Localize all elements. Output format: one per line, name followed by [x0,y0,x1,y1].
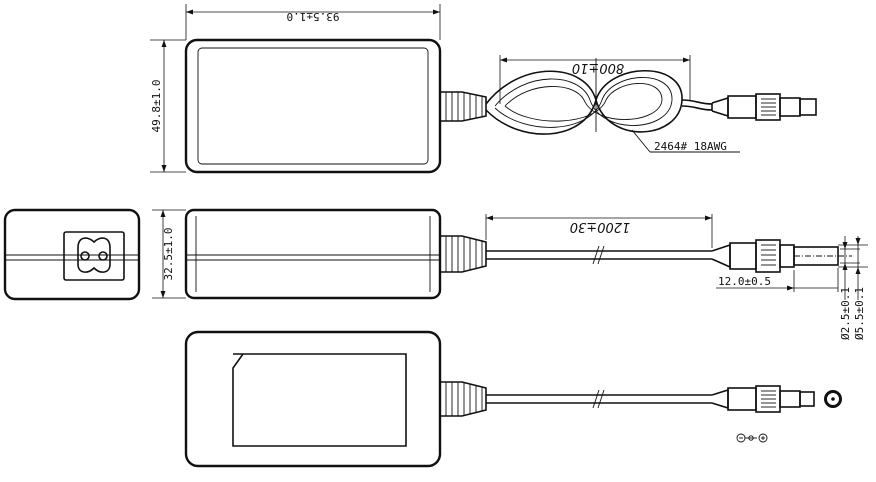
label-area [232,353,407,447]
strain-relief-side [440,235,487,273]
adapter-body-side [184,208,442,300]
inner-diameter-label: Ø2.5±0.1 [839,287,852,340]
ac-inlet [63,231,125,281]
coiled-cable [485,58,713,135]
adapter-body-bottom [184,330,442,468]
height-dimension-label: 32.5±1.0 [162,228,175,281]
plug-length-dimension-label: 12.0±0.5 [718,275,771,288]
dc-plug-top [711,93,817,121]
outer-diameter-label: Ø5.5±0.1 [853,287,866,340]
cable-spec-label: 2464# 18AWG [654,140,727,153]
c8-socket-outline-icon [77,237,111,273]
side-view: 32.5±1.0 1200±30 [3,208,868,340]
adapter-body-top [184,38,442,174]
bottom-view [184,330,842,468]
length-dimension-label: 93.5±1.0 [287,10,340,23]
end-view [3,208,141,301]
plug-end-symbol-icon [824,390,842,408]
cable-loop-dimension-label: 800±10 [572,60,624,75]
strain-relief-bottom [440,381,487,417]
cable-length-dimension-label: 1200±30 [570,219,631,234]
strain-relief-top [440,91,487,122]
dc-plug-side [711,239,852,273]
width-dimension-label: 49.8±1.0 [150,80,163,133]
top-view: 93.5±1.0 49.8±1.0 [150,4,817,174]
adapter-end-view [3,208,141,301]
dc-plug-bottom [711,385,815,413]
polarity-symbol-icon [736,433,768,443]
